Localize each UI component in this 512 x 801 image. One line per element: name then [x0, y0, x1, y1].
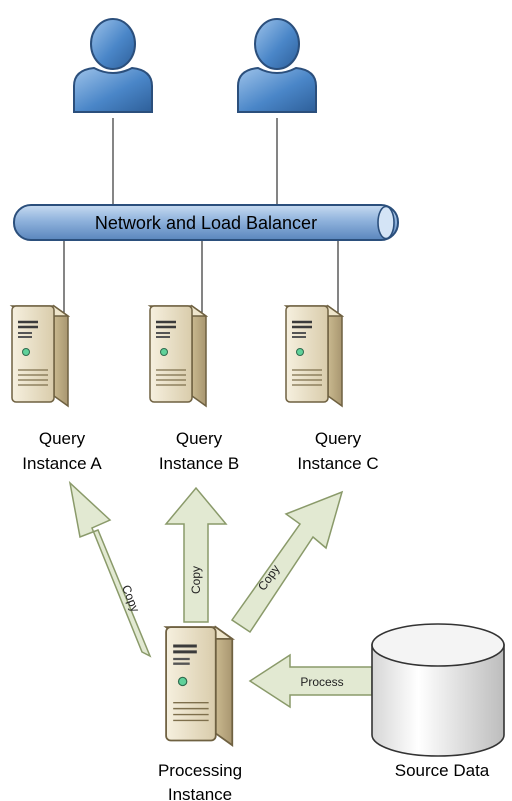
server-icon-query-b [148, 304, 208, 408]
server-icon-query-a [10, 304, 70, 408]
processing-label-line2: Instance [168, 785, 232, 801]
network-pipe [13, 204, 399, 241]
query-c-label-line2: Instance C [297, 454, 378, 473]
pipe-end-cap [377, 205, 395, 240]
query-a-label-line1: Query [39, 429, 86, 448]
copy-arrow-b-label: Copy [189, 566, 203, 594]
query-a-label-line2: Instance A [22, 454, 102, 473]
process-arrow-label: Process [300, 675, 343, 689]
server-icon-processing [166, 627, 232, 745]
query-b-label-line2: Instance B [159, 454, 239, 473]
user-icon-1 [73, 18, 153, 113]
copy-arrow-a: Copy [68, 480, 152, 658]
server-icon-query-c [284, 304, 344, 408]
copy-arrow-c-shape [230, 490, 344, 634]
query-c-label-line1: Query [315, 429, 362, 448]
copy-arrow-c: Copy [230, 490, 344, 634]
disk-body [371, 644, 505, 757]
source-data-label: Source Data [395, 761, 490, 780]
copy-arrow-b: Copy [164, 486, 228, 623]
query-b-label-line1: Query [176, 429, 223, 448]
processing-label-line1: Processing [158, 761, 242, 780]
network-load-balancer: Network and Load Balancer [13, 204, 399, 241]
source-data-disk [371, 623, 505, 757]
process-arrow: Process [248, 653, 373, 709]
copy-arrow-b-shape [164, 486, 228, 623]
copy-arrow-a-shape [68, 480, 152, 658]
user-icon-2 [237, 18, 317, 113]
network-label: Network and Load Balancer [95, 213, 317, 233]
disk-top [371, 623, 505, 667]
